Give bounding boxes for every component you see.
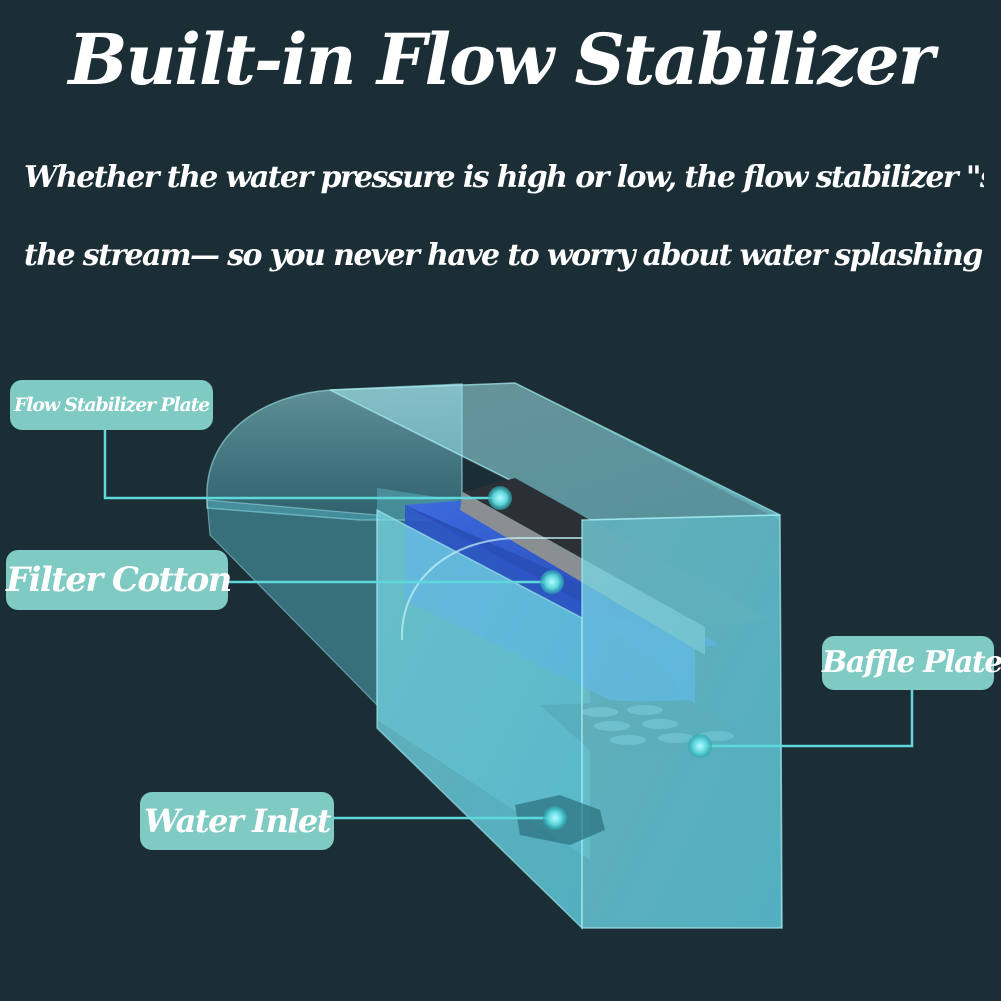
label-flow-stabilizer-plate: Flow Stabilizer Plate: [10, 380, 213, 430]
subtitle-line-2: the stream— so you never have to worry a…: [24, 238, 984, 273]
dot-plate: [488, 486, 512, 510]
label-filter-cotton: Filter Cotton: [6, 550, 232, 610]
leader-dots: [488, 486, 712, 830]
subtitle-line-1: Whether the water pressure is high or lo…: [24, 160, 984, 195]
dot-inlet: [543, 806, 567, 830]
leader-line-baffle: [700, 690, 914, 748]
dot-baffle: [688, 734, 712, 758]
dot-cotton: [540, 570, 564, 594]
outlet-front-face: [581, 514, 783, 929]
label-baffle-plate: Baffle Plate: [822, 636, 1001, 690]
left-sloped-wall: [206, 499, 378, 707]
page-title: Built-in Flow Stabilizer: [68, 18, 934, 101]
leader-line-plate: [103, 430, 500, 500]
label-water-inlet: Water Inlet: [140, 792, 334, 850]
inner-arc: [400, 537, 582, 641]
leader-lines: [103, 430, 914, 820]
